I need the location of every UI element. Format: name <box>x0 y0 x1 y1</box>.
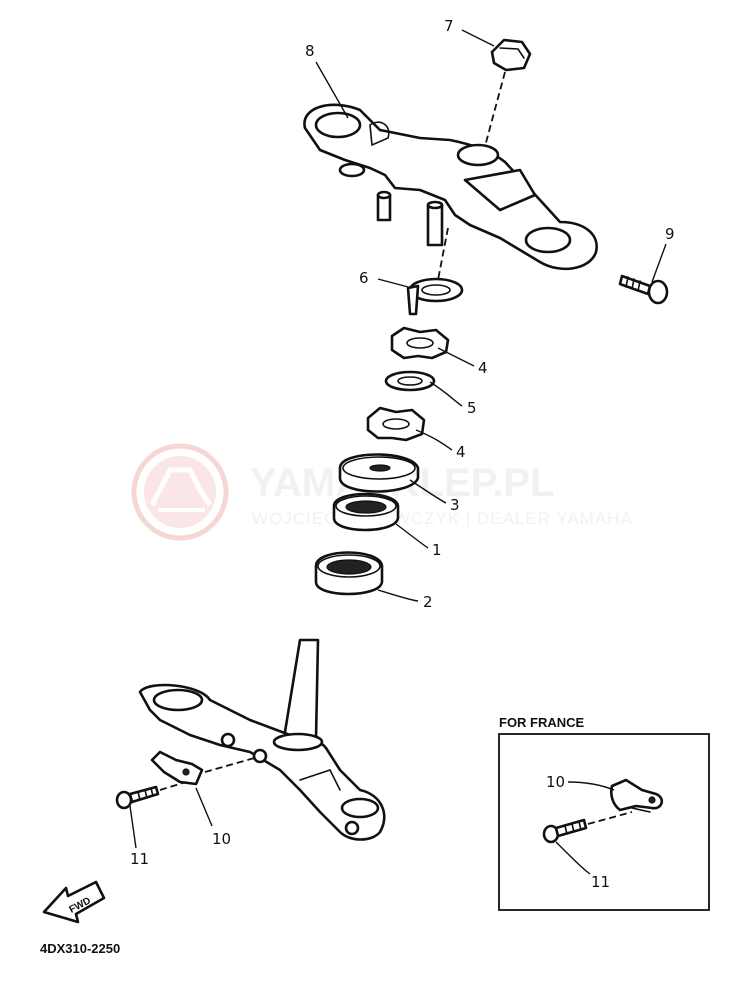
callout-8: 8 <box>305 42 315 60</box>
part-3-bearing-cover <box>338 453 420 493</box>
part-1-upper-bearing <box>332 492 400 532</box>
callout-numbers: 7 8 9 6 4 5 4 3 1 2 10 11 <box>130 17 675 868</box>
callout-10-france: 10 <box>546 773 565 791</box>
part-7-nut <box>490 38 532 72</box>
callout-7: 7 <box>444 17 454 35</box>
callout-10: 10 <box>212 830 231 848</box>
leader-lines <box>129 29 667 849</box>
callout-3: 3 <box>450 496 460 514</box>
part-8-upper-bracket <box>303 103 598 271</box>
part-4-ring-nut-upper <box>390 326 450 360</box>
callout-11-france: 11 <box>591 873 610 891</box>
callout-6: 6 <box>359 269 369 287</box>
for-france-title: FOR FRANCE <box>499 715 585 730</box>
callout-9: 9 <box>665 225 675 243</box>
part-9-bolt <box>618 274 669 305</box>
yamaha-logo-icon <box>131 443 229 541</box>
axis-line-8 <box>437 227 449 281</box>
part-4-ring-nut-lower <box>366 406 426 442</box>
part-6-lock-washer <box>406 277 464 316</box>
callout-11: 11 <box>130 850 149 868</box>
callout-4-upper: 4 <box>478 359 488 377</box>
part-10-stay <box>150 750 204 786</box>
axis-line-11-france <box>587 811 633 825</box>
forward-arrow-icon: FWD <box>42 880 106 924</box>
for-france-box <box>498 733 710 911</box>
part-2-lower-bearing <box>314 551 384 596</box>
axis-line-10 <box>204 756 259 773</box>
for-france-section: FOR FRANCE 10 11 <box>498 715 710 911</box>
callout-4-lower: 4 <box>456 443 466 461</box>
lower-bracket-steering-stem <box>138 638 386 841</box>
callout-2: 2 <box>423 593 433 611</box>
callout-1: 1 <box>432 541 442 559</box>
callout-5: 5 <box>467 399 477 417</box>
watermark-subtitle: WOJCIECH KRAWCZYK | DEALER YAMAHA <box>252 509 633 528</box>
diagram-code: 4DX310-2250 <box>40 941 120 956</box>
part-5-washer <box>384 370 436 392</box>
part-10-stay-france <box>609 778 664 813</box>
part-11-screw-france <box>542 818 588 844</box>
part-11-screw <box>115 785 160 810</box>
axis-line-11 <box>159 781 187 791</box>
axis-line-7 <box>483 71 506 151</box>
